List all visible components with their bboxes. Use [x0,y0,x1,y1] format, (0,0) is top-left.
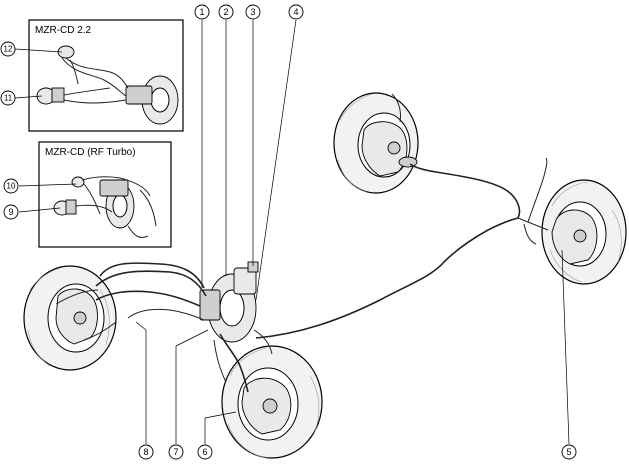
callout-9-label: 9 [8,207,13,217]
front-right-wheel [221,345,323,459]
brake-lines [55,93,549,393]
callout-3-label: 3 [250,7,255,17]
callout-10-label: 10 [7,182,16,191]
callout-10: 10 [3,178,19,194]
callout-7-label: 7 [173,447,178,457]
callout-8: 8 [138,444,154,460]
inset-mzr-cd-22-title: MZR-CD 2.2 [35,25,92,36]
callout-12: 12 [0,41,16,57]
inset-mzr-cd-22: MZR-CD 2.2 [28,19,184,132]
callout-6: 6 [197,444,213,460]
rear-right-wheel [541,179,627,285]
callout-2-label: 2 [223,7,228,17]
callout-5-label: 5 [566,447,571,457]
callout-5: 5 [561,444,577,460]
rear-left-wheel [333,92,419,194]
callout-9: 9 [3,204,19,220]
leader-lines [14,19,570,445]
callout-4-label: 4 [293,7,298,17]
callout-4: 4 [288,4,304,20]
inset-mzr-cd-rf-turbo: MZR-CD (RF Turbo) [38,141,172,248]
callout-1-label: 1 [199,7,204,17]
callout-11-label: 11 [4,94,13,103]
brake-booster-master-cylinder [199,261,259,343]
callout-3: 3 [245,4,261,20]
callout-1: 1 [194,4,210,20]
callout-2: 2 [218,4,234,20]
callout-7: 7 [168,444,184,460]
inset-mzr-cd-rf-turbo-title: MZR-CD (RF Turbo) [45,147,136,158]
callout-12-label: 12 [4,45,13,54]
callout-8-label: 8 [143,447,148,457]
callout-6-label: 6 [202,447,207,457]
callout-11: 11 [0,90,16,106]
